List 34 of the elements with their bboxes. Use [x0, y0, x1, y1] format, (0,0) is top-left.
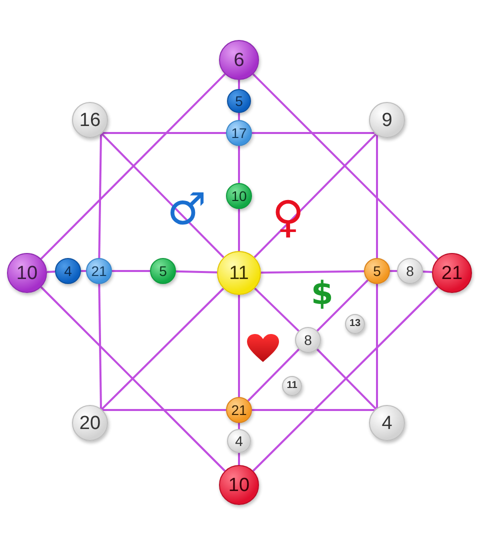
connector-line: [376, 284, 378, 408]
connector-line: [100, 288, 224, 410]
connector-line: [238, 146, 240, 183]
connector-line: [260, 270, 364, 274]
connector-line: [376, 134, 378, 258]
connector-line: [238, 113, 240, 120]
connector-line: [252, 286, 439, 472]
connector-line: [422, 270, 432, 274]
connector-line: [40, 73, 226, 260]
connector-line: [390, 270, 397, 272]
connector-line: [254, 288, 300, 332]
connector-line: [98, 134, 102, 258]
connector-line: [176, 270, 218, 274]
dollar-sign: $: [311, 277, 334, 309]
connector-line: [102, 409, 226, 411]
connector-line: [316, 279, 369, 332]
connector-line: [102, 132, 226, 134]
connector-line: [238, 423, 240, 429]
connector-line: [46, 270, 56, 274]
connector-line: [254, 133, 377, 258]
connector-line: [100, 133, 224, 258]
connector-line: [252, 132, 375, 134]
connector-line: [247, 348, 300, 402]
connector-line: [81, 270, 86, 272]
connector-line: [238, 80, 240, 89]
connector-line: [252, 73, 439, 260]
connector-line: [238, 209, 240, 251]
connector-line: [98, 284, 102, 409]
connector-line: [40, 286, 226, 472]
connector-line: [238, 295, 240, 397]
connector-line: [252, 409, 375, 411]
connector-line: [112, 270, 150, 272]
connector-line: [238, 453, 240, 465]
connector-line: [316, 348, 377, 410]
